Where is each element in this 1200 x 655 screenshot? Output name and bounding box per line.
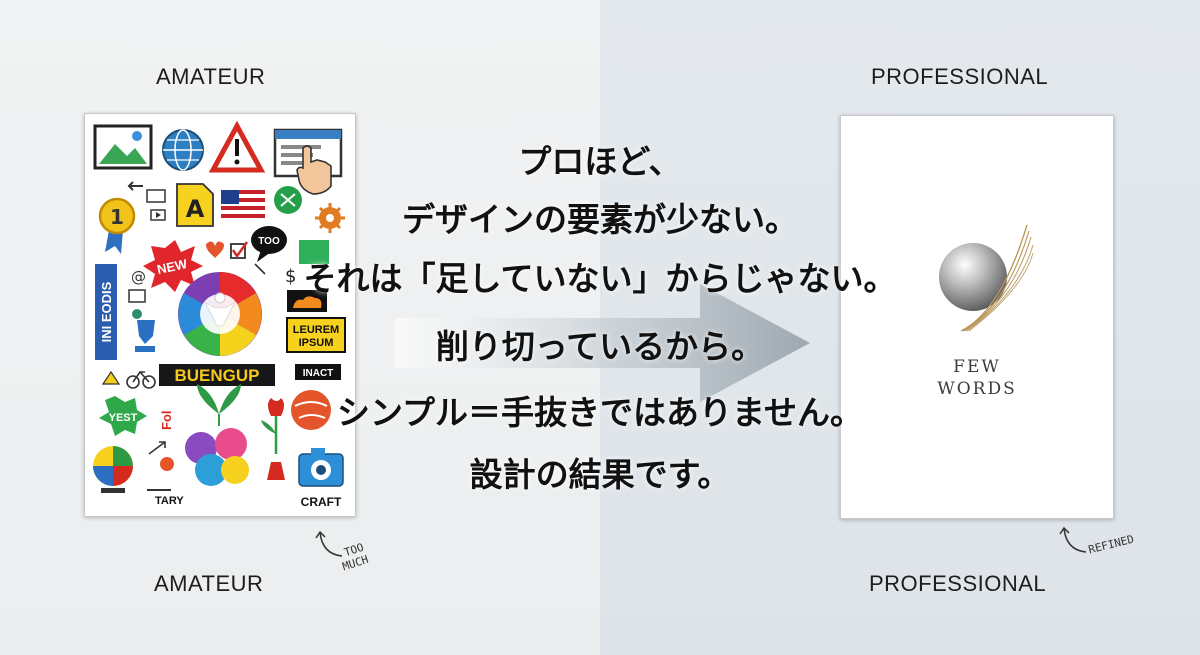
medal-number: 1	[110, 205, 124, 229]
pie-chart-icon	[93, 446, 133, 493]
hand-cursor-icon	[296, 145, 332, 195]
new-badge: NEW	[143, 240, 203, 292]
photo-icon	[146, 189, 166, 203]
craft-text: CRAFT	[301, 495, 342, 509]
leurem-line2: IPSUM	[299, 337, 334, 349]
bicycle-icon	[126, 370, 156, 389]
yest-text: YEST	[109, 412, 138, 424]
headline-line-1: プロほど、	[518, 142, 682, 181]
sphere-logo-icon	[939, 224, 1034, 332]
buengup-text: BUENGUP	[174, 366, 259, 385]
colorful-flower-icon	[185, 428, 249, 486]
leurem-line1: LEUREM	[293, 324, 339, 336]
red-globe-icon	[291, 390, 331, 430]
tary-text: TARY	[155, 495, 184, 507]
yest-badge: YEST	[99, 396, 147, 436]
scissors-icon	[274, 186, 302, 214]
sprout-icon	[197, 384, 241, 414]
folder-icon	[128, 289, 146, 303]
arrow-icon	[127, 181, 143, 191]
medal-icon: 1	[98, 197, 136, 254]
gear-icon	[315, 203, 345, 233]
speech-bubble-text: TOO	[258, 236, 280, 247]
amateur-top-label: AMATEUR	[156, 64, 266, 89]
professional-top-label: PROFESSIONAL	[871, 64, 1049, 89]
speech-bubble-icon: TOO	[251, 226, 287, 262]
few-words-line2: WORDS	[937, 379, 1017, 399]
at-symbol: @	[131, 268, 146, 286]
flag-icon	[221, 190, 265, 218]
heart-icon	[206, 241, 224, 258]
camera-icon	[298, 448, 344, 487]
headline-line-6: 設計の結果です。	[469, 455, 731, 494]
image-icon	[93, 124, 153, 170]
few-words-line1: FEW	[953, 357, 1001, 377]
trophy-icon	[137, 320, 155, 344]
amateur-bottom-label: AMATEUR	[154, 571, 264, 596]
leurem-ipsum-sign: LEUREM IPSUM	[286, 317, 346, 353]
dollar-icon: $	[285, 266, 296, 287]
document-a-icon: A	[176, 183, 214, 227]
amateur-poster: 1 A NEW	[84, 113, 356, 517]
headline-line-5: シンプル＝手抜きではありません。	[336, 393, 864, 432]
red-dot-icon	[160, 457, 174, 471]
inact-text: INACT	[303, 368, 334, 379]
new-badge-text: NEW	[156, 256, 189, 277]
small-arrow-icon	[148, 441, 166, 455]
vertical-banner-text: INI EODIS	[99, 281, 114, 342]
right-arrow-icon	[395, 284, 810, 402]
small-warning-icon	[101, 370, 121, 385]
chat-tile-icon	[299, 240, 329, 264]
headline-line-2: デザインの要素が少ない。	[402, 200, 798, 239]
buengup-sign: BUENGUP	[159, 364, 275, 386]
globe-icon	[162, 129, 204, 171]
fol-text: Fol	[159, 411, 174, 431]
warning-icon	[208, 120, 266, 173]
person-icon	[132, 309, 142, 319]
cluttered-icons-collage: 1 A NEW	[93, 120, 346, 509]
curved-arrow-icon-right	[1059, 526, 1087, 553]
headline-line-3: それは「足していない」からじゃない。	[303, 259, 897, 298]
document-letter: A	[186, 195, 205, 223]
tiny-arrow-icon	[254, 263, 266, 275]
headline-line-4: 削り切っているから。	[435, 327, 765, 366]
vertical-banner: INI EODIS	[95, 264, 117, 360]
curved-arrow-icon	[315, 530, 343, 557]
rainbow-person-logo	[178, 272, 262, 356]
tulip-vase-icon	[261, 398, 285, 480]
inact-tile	[295, 364, 341, 380]
professional-bottom-label: PROFESSIONAL	[869, 571, 1047, 596]
professional-poster: FEW WORDS	[840, 115, 1114, 519]
